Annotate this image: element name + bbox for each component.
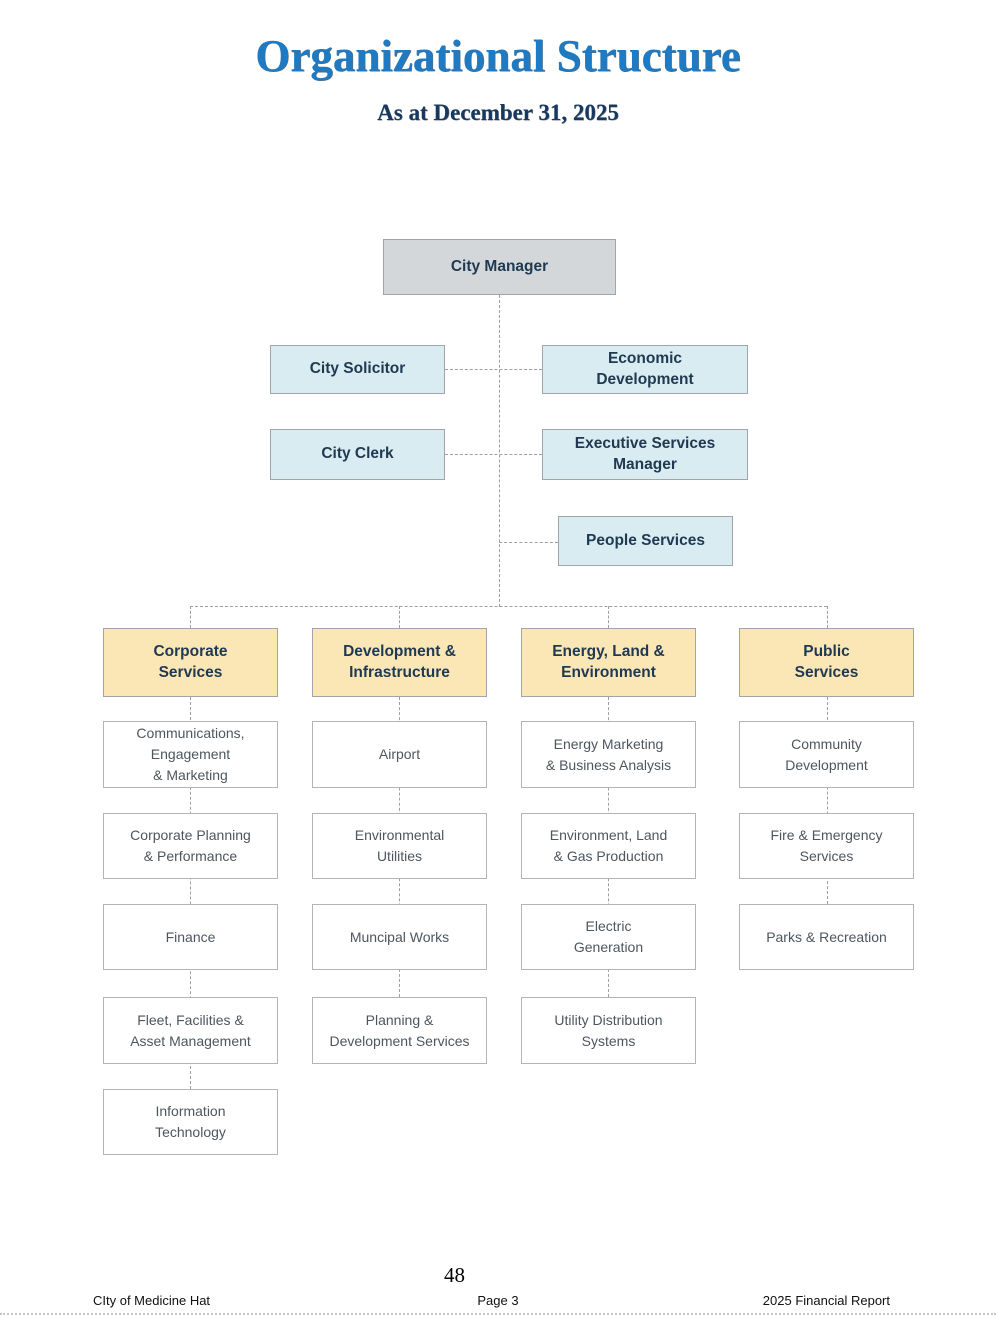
org-box-city-clerk: City Clerk bbox=[270, 429, 445, 480]
connector-stub-corporate-services bbox=[190, 606, 191, 628]
connector-stub-energy-land-environment bbox=[608, 606, 609, 628]
connector-city-solicitor bbox=[445, 369, 542, 370]
org-box-finance: Finance bbox=[103, 904, 278, 970]
footer-report-title: 2025 Financial Report bbox=[762, 1293, 890, 1308]
connector-city-manager-vertical bbox=[499, 295, 500, 607]
org-box-muncipal-works: Muncipal Works bbox=[312, 904, 487, 970]
org-box-city-manager: City Manager bbox=[383, 239, 616, 295]
org-box-electric-generation: Electric Generation bbox=[521, 904, 696, 970]
org-box-utility-distribution-systems: Utility Distribution Systems bbox=[521, 997, 696, 1064]
connector-stub-development-infrastructure bbox=[399, 606, 400, 628]
connector-column-public-services bbox=[827, 697, 828, 904]
org-box-economic-development: Economic Development bbox=[542, 345, 748, 394]
org-box-planning-development-services: Planning & Development Services bbox=[312, 997, 487, 1064]
org-box-environmental-utilities: Environmental Utilities bbox=[312, 813, 487, 879]
org-box-communications-engagement-marketing: Communications, Engagement & Marketing bbox=[103, 721, 278, 788]
org-box-airport: Airport bbox=[312, 721, 487, 788]
page-number: 48 bbox=[444, 1263, 465, 1287]
org-box-executive-services-manager: Executive Services Manager bbox=[542, 429, 748, 480]
page-subtitle: As at December 31, 2025 bbox=[377, 100, 619, 125]
connector-column-corporate-services bbox=[190, 697, 191, 1089]
footer-organization: CIty of Medicine Hat bbox=[93, 1293, 211, 1308]
connector-city-clerk bbox=[445, 454, 542, 455]
org-box-city-solicitor: City Solicitor bbox=[270, 345, 445, 394]
org-box-energy-marketing-business-analysis: Energy Marketing & Business Analysis bbox=[521, 721, 696, 788]
bottom-divider bbox=[0, 1313, 996, 1315]
org-box-development-infrastructure: Development & Infrastructure bbox=[312, 628, 487, 697]
org-box-people-services: People Services bbox=[558, 516, 733, 566]
connector-people-services bbox=[499, 542, 558, 543]
org-box-information-technology: Information Technology bbox=[103, 1089, 278, 1155]
org-box-environment-land-gas-production: Environment, Land & Gas Production bbox=[521, 813, 696, 879]
org-box-community-development: Community Development bbox=[739, 721, 914, 788]
connector-divisions-distributor bbox=[190, 606, 827, 607]
org-box-corporate-planning-performance: Corporate Planning & Performance bbox=[103, 813, 278, 879]
org-box-public-services: Public Services bbox=[739, 628, 914, 697]
org-box-fire-emergency-services: Fire & Emergency Services bbox=[739, 813, 914, 879]
org-box-corporate-services: Corporate Services bbox=[103, 628, 278, 697]
footer-page-label: Page 3 bbox=[477, 1293, 519, 1308]
org-box-fleet-facilities-asset-management: Fleet, Facilities & Asset Management bbox=[103, 997, 278, 1064]
org-box-parks-recreation: Parks & Recreation bbox=[739, 904, 914, 970]
org-box-energy-land-environment: Energy, Land & Environment bbox=[521, 628, 696, 697]
connector-stub-public-services bbox=[827, 606, 828, 628]
page-title: Organizational Structure bbox=[255, 31, 741, 81]
